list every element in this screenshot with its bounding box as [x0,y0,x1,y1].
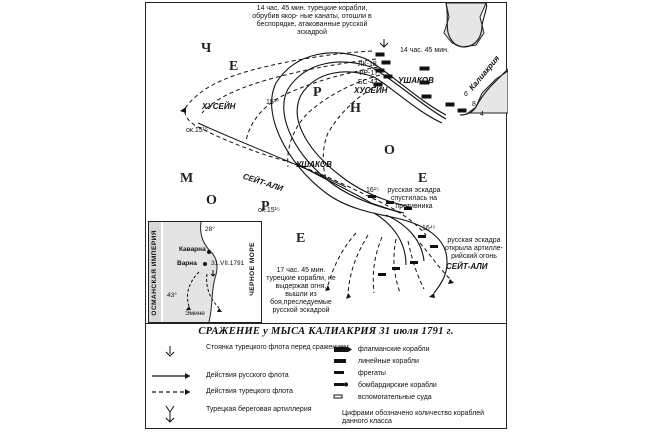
note-russian-opened-fire: русская эскадра открыла артилле- рийский… [445,237,503,260]
legend-line-ships: линейные корабли [358,358,419,365]
legend-symbols-right [333,347,352,399]
time-label: 14 час. 45 мин. [400,47,449,54]
legend-flagships: флагманские корабли [358,346,430,353]
inset-varna: Варна [177,260,197,267]
legend-turkish-actions: Действия турецкого флота [206,388,293,395]
time-label: 16⁴⁵ [422,225,436,232]
inset-osman-empire: ОСМАНСКАЯ ИМПЕРИЯ [151,230,158,316]
map-title: СРАЖЕНИЕ у МЫСА КАЛИАКРИЯ 31 июля 1791 г… [198,326,454,337]
battle-line-ships [368,195,438,276]
count-label: 6 [464,91,468,98]
map-frame: Ч Е Р Н О Е М О Р Е 14 час. 45 мин. туре… [145,2,508,429]
label-ushakov-top: УШАКОВ [398,76,434,85]
sea-letter: М [180,171,194,186]
inset-date: 31.VII.1791 [211,260,245,267]
note-russian-descended: русская эскадра спустилась на противника [387,187,441,210]
legend: СРАЖЕНИЕ у МЫСА КАЛИАКРИЯ 31 июля 1791 г… [146,323,506,429]
label-husein-top: ХУСЕЙН [354,86,388,95]
inset-black-sea: ЧЕРНОЕ МОРЕ [249,242,256,296]
direction-arrows [180,107,454,299]
inset-map: ОСМАНСКАЯ ИМПЕРИЯ ЧЕРНОЕ МОРЕ 28° Каварн… [148,221,262,323]
battle-map [180,3,508,299]
sea-letter: Н [350,101,361,116]
legend-aux-vessels: вспомогательные суда [358,394,432,401]
legend-anchorage: Стоянка турецкого флота перед сражением [206,344,349,351]
label-seit-ali-right: СЕЙТ-АЛИ [446,262,488,271]
legend-bomb-ships: бомбардирские корабли [358,382,437,389]
label-bs: БС-43 [358,79,378,86]
sea-letter: Е [229,59,239,74]
label-husein-left: ХУСЕЙН [202,102,236,111]
note-turkish-retreat: 14 час. 45 мин. турецкие корабли, обруби… [252,5,372,36]
legend-symbols-left [152,346,190,423]
count-label: 8 [472,101,476,108]
legend-coastal-artillery: Турецкая береговая артиллерия [206,406,312,413]
legend-frigates: фрегаты [358,370,386,377]
legend-note: Цифрами обозначено количество кораблей д… [342,410,485,425]
time-label: 16¹⁵ [366,187,380,194]
sea-letter: О [206,193,217,208]
sea-letter: Е [296,231,306,246]
inset-kavarna: Каварна [179,246,206,253]
label-lk: ЛК-18 [358,61,377,68]
note-turkish-left-battle: 17 час. 45 мин. турецкие корабли, не выд… [266,267,336,314]
turkish-fleet-track [184,50,451,294]
time-label: ок.15¹⁵ [186,127,208,134]
sea-letter: О [384,143,395,158]
sea-letter: Р [313,85,322,100]
inset-longitude: 28° [205,226,215,233]
count-label: 4 [480,111,484,118]
legend-russian-actions: Действия русского флота [206,372,289,379]
sea-letter: Ч [201,41,212,56]
seit-ali-course [197,122,347,188]
inset-latitude: 43° [167,292,177,299]
label-ushakov-mid: УШАКОВ [296,160,332,169]
russian-fleet-start [419,66,467,113]
label-fr: ФР-17 [358,70,379,77]
time-label: 15³⁰ [266,99,279,106]
time-label: ок.15¹⁵ [258,207,280,214]
sea-letter: Е [418,171,428,186]
sea-letter: Р [261,199,270,214]
inset-emine: Эмине [185,310,205,317]
